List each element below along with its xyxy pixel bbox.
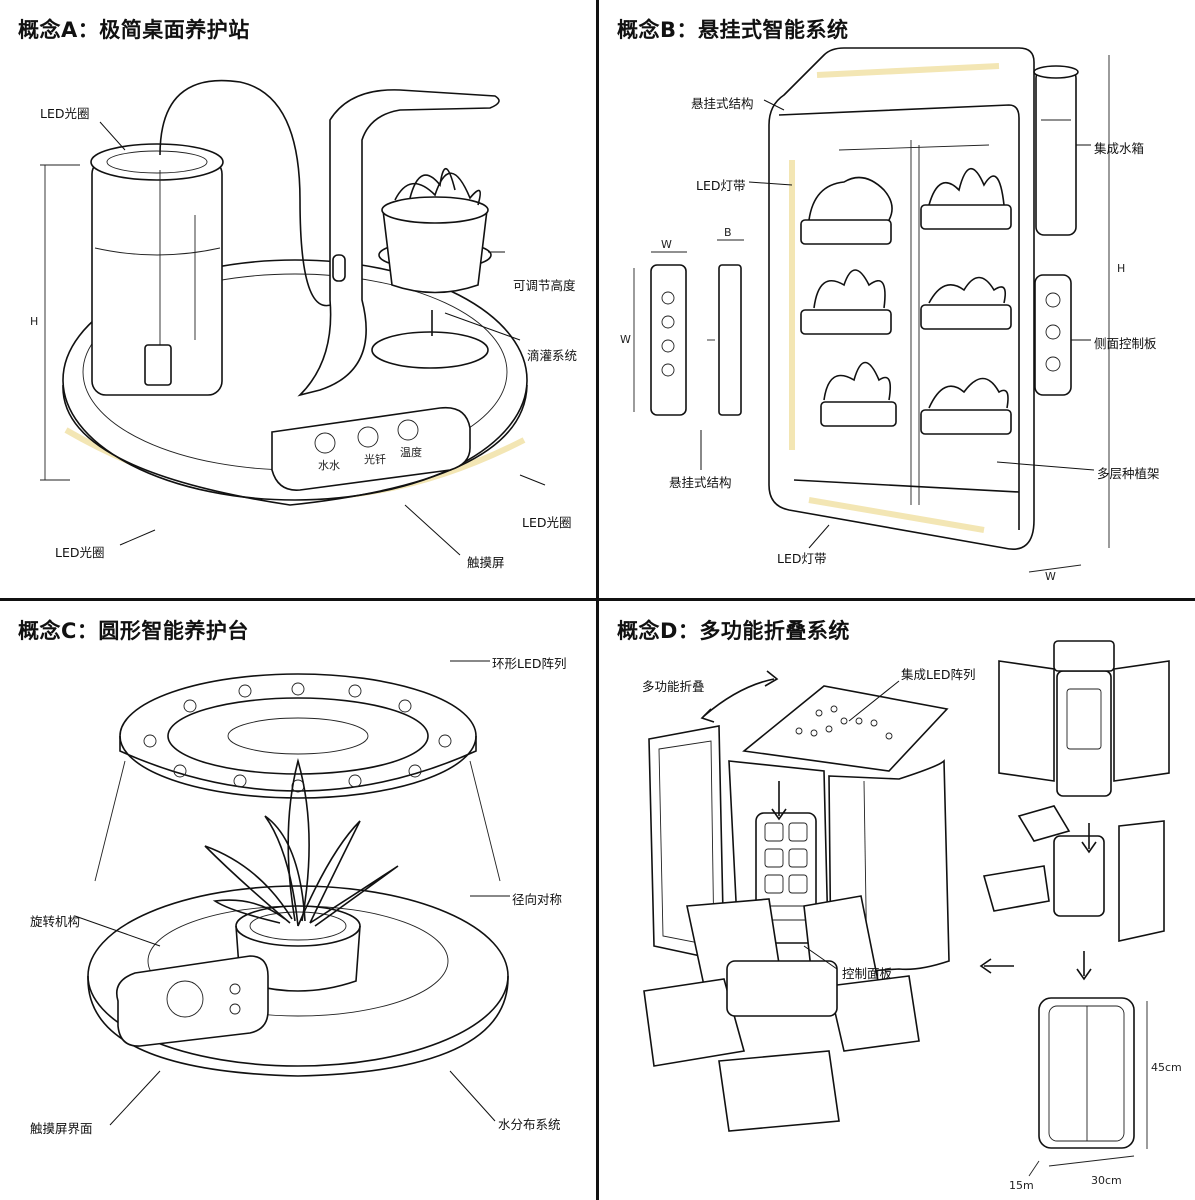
- concept-b-label-led-strip-bottom: LED灯带: [777, 551, 827, 566]
- concept-b-label-hanging-structure-top: 悬挂式结构: [691, 96, 754, 111]
- concept-d-title: 概念D：多功能折叠系统: [617, 619, 850, 643]
- concept-b-label-hanging-structure-bottom: 悬挂式结构: [669, 475, 732, 490]
- concept-b-label-side-panel: 侧面控制板: [1094, 336, 1157, 351]
- concept-b-dim-h-right: H: [1117, 262, 1126, 275]
- concept-a-label-touchscreen: 触摸屏: [467, 555, 505, 570]
- concept-c-label-radial-symmetry: 径向对称: [512, 892, 563, 907]
- concept-b-dim-w-top: W: [661, 238, 672, 251]
- concept-c-label-water-distribution: 水分布系统: [498, 1117, 561, 1132]
- concept-a-screen-water: 水水: [318, 459, 340, 472]
- concept-b-dim-b: B: [724, 226, 732, 239]
- concept-d-label-control-panel: 控制面板: [842, 966, 893, 981]
- concept-b-panel: 概念B：悬挂式智能系统: [599, 0, 1195, 598]
- concept-a-title: 概念A：极简桌面养护站: [18, 18, 250, 42]
- concept-a-label-adjustable-height: 可调节高度: [513, 278, 576, 293]
- concept-b-title: 概念B：悬挂式智能系统: [617, 18, 849, 42]
- concept-b-drawing: [633, 47, 1110, 573]
- concept-c-drawing: [74, 660, 510, 1126]
- concept-c-label-rotation-mechanism: 旋转机构: [30, 914, 81, 929]
- concept-b-label-led-strip-top: LED灯带: [696, 178, 746, 193]
- concept-a-label-led-ring-left: LED光圈: [55, 545, 105, 560]
- concept-d-label-multi-fold: 多功能折叠: [642, 679, 705, 694]
- concept-a-screen-light: 光钎: [364, 453, 386, 466]
- concept-a-label-led-ring-top: LED光圈: [40, 106, 90, 121]
- concept-b-dim-w-bottom: W: [1045, 570, 1056, 583]
- concept-a-screen-temp: 温度: [400, 446, 422, 459]
- concept-c-label-touchscreen-interface: 触摸屏界面: [30, 1121, 93, 1136]
- concept-c-title: 概念C：圆形智能养护台: [18, 619, 249, 643]
- horizontal-divider: [0, 598, 1195, 601]
- concept-a-label-led-ring-right: LED光圈: [522, 515, 572, 530]
- concept-d-dim-height: 45cm: [1151, 1061, 1182, 1074]
- concept-c-panel: 概念C：圆形智能养护台: [0, 601, 596, 1200]
- concept-a-panel: 概念A：极简桌面养护站: [0, 0, 596, 598]
- concept-d-dim-depth: 15m: [1009, 1179, 1034, 1192]
- concept-d-panel: 概念D：多功能折叠系统: [599, 601, 1195, 1200]
- concept-b-label-multi-layer-rack: 多层种植架: [1097, 466, 1160, 481]
- concept-d-label-integrated-led-array: 集成LED阵列: [901, 667, 976, 682]
- concept-a-dim-height: H: [30, 315, 39, 328]
- concept-a-drawing: [40, 79, 546, 556]
- concept-a-label-drip-system: 滴灌系统: [527, 348, 578, 363]
- concept-b-label-water-tank: 集成水箱: [1094, 141, 1145, 156]
- concept-d-drawing: [643, 640, 1170, 1177]
- concept-c-label-ring-led-array: 环形LED阵列: [492, 656, 567, 671]
- concept-d-dim-width: 30cm: [1091, 1174, 1122, 1187]
- concept-b-dim-w-left: W: [620, 333, 631, 346]
